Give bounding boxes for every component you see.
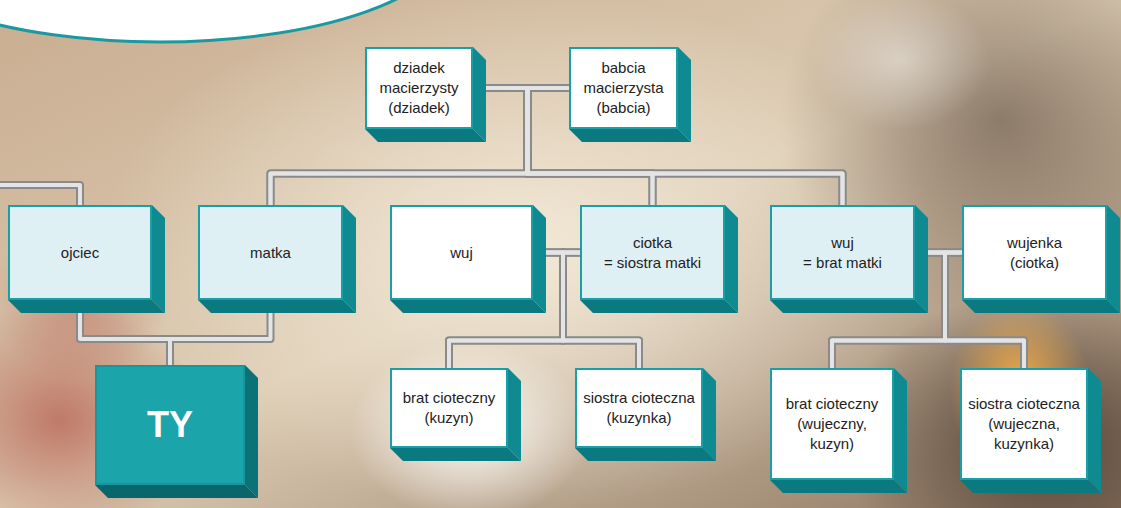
person-box: wuj= brat matki <box>770 205 915 300</box>
box-side-bottom <box>770 300 928 313</box>
box-side-bottom <box>8 300 165 313</box>
kinship-connector <box>170 300 271 365</box>
box-side-right <box>533 205 546 313</box>
kinship-connector <box>80 300 170 365</box>
box-side-bottom <box>390 300 546 313</box>
kinship-connector <box>170 300 271 365</box>
person-box: wujenka(ciotka) <box>962 205 1107 300</box>
person-box: brat cioteczny(wujeczny, kuzyn) <box>770 368 894 480</box>
box-side-right <box>678 47 691 142</box>
person-label: brat cioteczny <box>777 394 887 414</box>
box-side-bottom <box>95 485 258 498</box>
offpage-connector <box>0 185 80 205</box>
person-box: ojciec <box>8 205 152 300</box>
person-box: ciotka= siostra matki <box>580 205 725 300</box>
box-side-bottom <box>569 129 691 142</box>
box-side-right <box>725 205 738 313</box>
box-side-right <box>473 47 486 142</box>
person-label: ciotka <box>587 233 718 253</box>
person-label: wujenka <box>969 233 1100 253</box>
person-label: dziadek macierzysty <box>372 58 466 98</box>
person-label: wuj <box>777 233 908 253</box>
box-side-bottom <box>390 448 521 461</box>
person-label: ojciec <box>15 243 145 263</box>
person-label: siostra cioteczna <box>967 394 1081 414</box>
person-box: matka <box>198 205 343 300</box>
kinship-connector <box>271 88 528 205</box>
kinship-connector <box>80 300 170 365</box>
person-box: babcia macierzysta(babcia) <box>569 47 678 129</box>
kinship-connector <box>271 88 570 205</box>
person-label: (dziadek) <box>372 98 466 118</box>
box-side-right <box>894 368 907 493</box>
box-side-bottom <box>365 129 486 142</box>
box-side-right <box>1107 205 1120 313</box>
person-label: (wujeczny, kuzyn) <box>777 414 887 454</box>
person-label: TY <box>102 403 238 446</box>
person-box: wuj <box>390 205 533 300</box>
person-label: (babcia) <box>576 98 671 118</box>
person-label: matka <box>205 243 336 263</box>
kinship-connector <box>271 88 528 205</box>
person-label: (kuzyn) <box>397 408 501 428</box>
person-label: brat cioteczny <box>397 388 501 408</box>
person-label: wuj <box>397 243 526 263</box>
person-box: siostra cioteczna(wujeczna, kuzynka) <box>960 368 1088 480</box>
box-side-right <box>343 205 356 313</box>
box-side-bottom <box>770 480 907 493</box>
person-label: (kuzynka) <box>582 408 696 428</box>
person-label: (ciotka) <box>969 253 1100 273</box>
person-label: siostra cioteczna <box>582 388 696 408</box>
box-side-bottom <box>575 448 716 461</box>
person-label: babcia macierzysta <box>576 58 671 98</box>
box-side-bottom <box>962 300 1120 313</box>
box-side-bottom <box>960 480 1101 493</box>
box-side-bottom <box>580 300 738 313</box>
box-side-right <box>703 368 716 461</box>
person-box: brat cioteczny(kuzyn) <box>390 368 508 448</box>
person-label: (wujeczna, kuzynka) <box>967 414 1081 454</box>
self-box: TY <box>95 365 245 485</box>
box-side-right <box>152 205 165 313</box>
box-side-bottom <box>198 300 356 313</box>
box-side-right <box>245 365 258 498</box>
speech-bubble <box>0 0 450 42</box>
person-box: dziadek macierzysty(dziadek) <box>365 47 473 129</box>
person-label: = siostra matki <box>587 253 718 273</box>
box-side-right <box>915 205 928 313</box>
box-side-right <box>508 368 521 461</box>
person-box: siostra cioteczna(kuzynka) <box>575 368 703 448</box>
box-side-right <box>1088 368 1101 493</box>
person-label: = brat matki <box>777 253 908 273</box>
